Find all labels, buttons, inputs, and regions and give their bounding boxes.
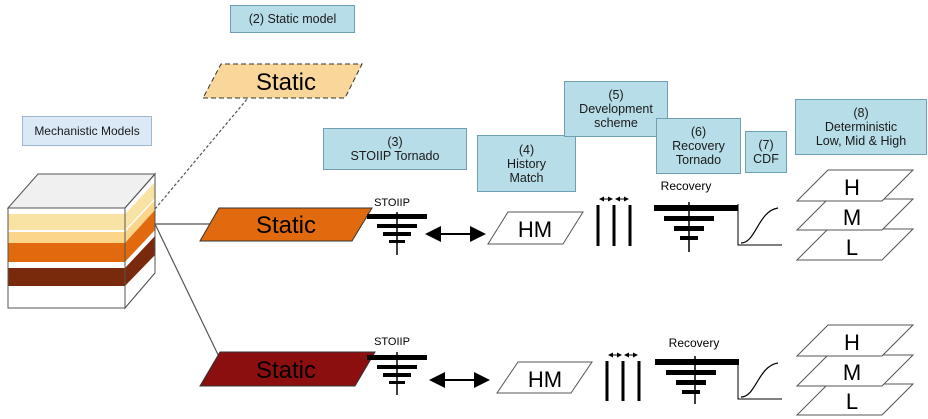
step2-static-model-box: (2) Static model [230, 5, 355, 33]
recovery-mid-label: Recovery [661, 179, 712, 193]
dashed-connector [154, 97, 249, 210]
cdf-curve-mid [737, 204, 782, 246]
stoiip-bottom-label: STOIIP [374, 336, 410, 348]
reservoir-cube-icon [6, 172, 157, 310]
static-top-label: Static [256, 69, 316, 96]
step6-recovery-tornado-box: (6) Recovery Tornado [656, 118, 741, 174]
hm-plane-bottom: HM [496, 361, 593, 394]
low-label-mid: L [846, 235, 858, 260]
hm-bottom-label: HM [528, 367, 562, 392]
low-label-bottom: L [846, 389, 858, 414]
static-bottom-label: Static [256, 357, 316, 384]
stoiip-tornado-mid: STOIIP [367, 197, 427, 255]
step5-development-scheme-box: (5) Development scheme [564, 81, 668, 137]
recovery-bottom-label: Recovery [669, 336, 720, 350]
hml-stack-bottom: L M H [795, 324, 915, 416]
step7-cdf-box: (7) CDF [745, 131, 787, 173]
development-scheme-lines-bottom [605, 352, 641, 401]
recovery-tornado-mid: Recovery [654, 179, 738, 252]
hml-stack-mid: L M H [795, 169, 915, 261]
hm-plane-mid: HM [487, 211, 584, 245]
step3-stoiip-tornado-box: (3) STOIIP Tornado [323, 128, 467, 170]
step4-history-match-box: (4) History Match [477, 135, 576, 192]
step8-deterministic-box: (8) Deterministic Low, Mid & High [795, 99, 927, 155]
hm-mid-label: HM [518, 217, 552, 242]
high-label-mid: H [844, 175, 860, 200]
connector-line-bottom [154, 223, 224, 366]
cdf-curve-bottom [737, 359, 782, 400]
development-scheme-lines-mid [596, 196, 632, 246]
static-model-mid: Static [199, 207, 373, 242]
mechanistic-models-label: Mechanistic Models [22, 116, 152, 146]
static-model-top: Static [202, 63, 363, 99]
stoiip-tornado-bottom: STOIIP [367, 336, 427, 395]
mid-label-mid: M [843, 205, 861, 230]
stoiip-mid-label: STOIIP [374, 197, 410, 209]
mid-label-bottom: M [843, 360, 861, 385]
static-model-bottom: Static [199, 351, 376, 387]
high-label-bottom: H [844, 330, 860, 355]
recovery-tornado-bottom: Recovery [655, 336, 739, 404]
static-mid-label: Static [256, 212, 316, 239]
